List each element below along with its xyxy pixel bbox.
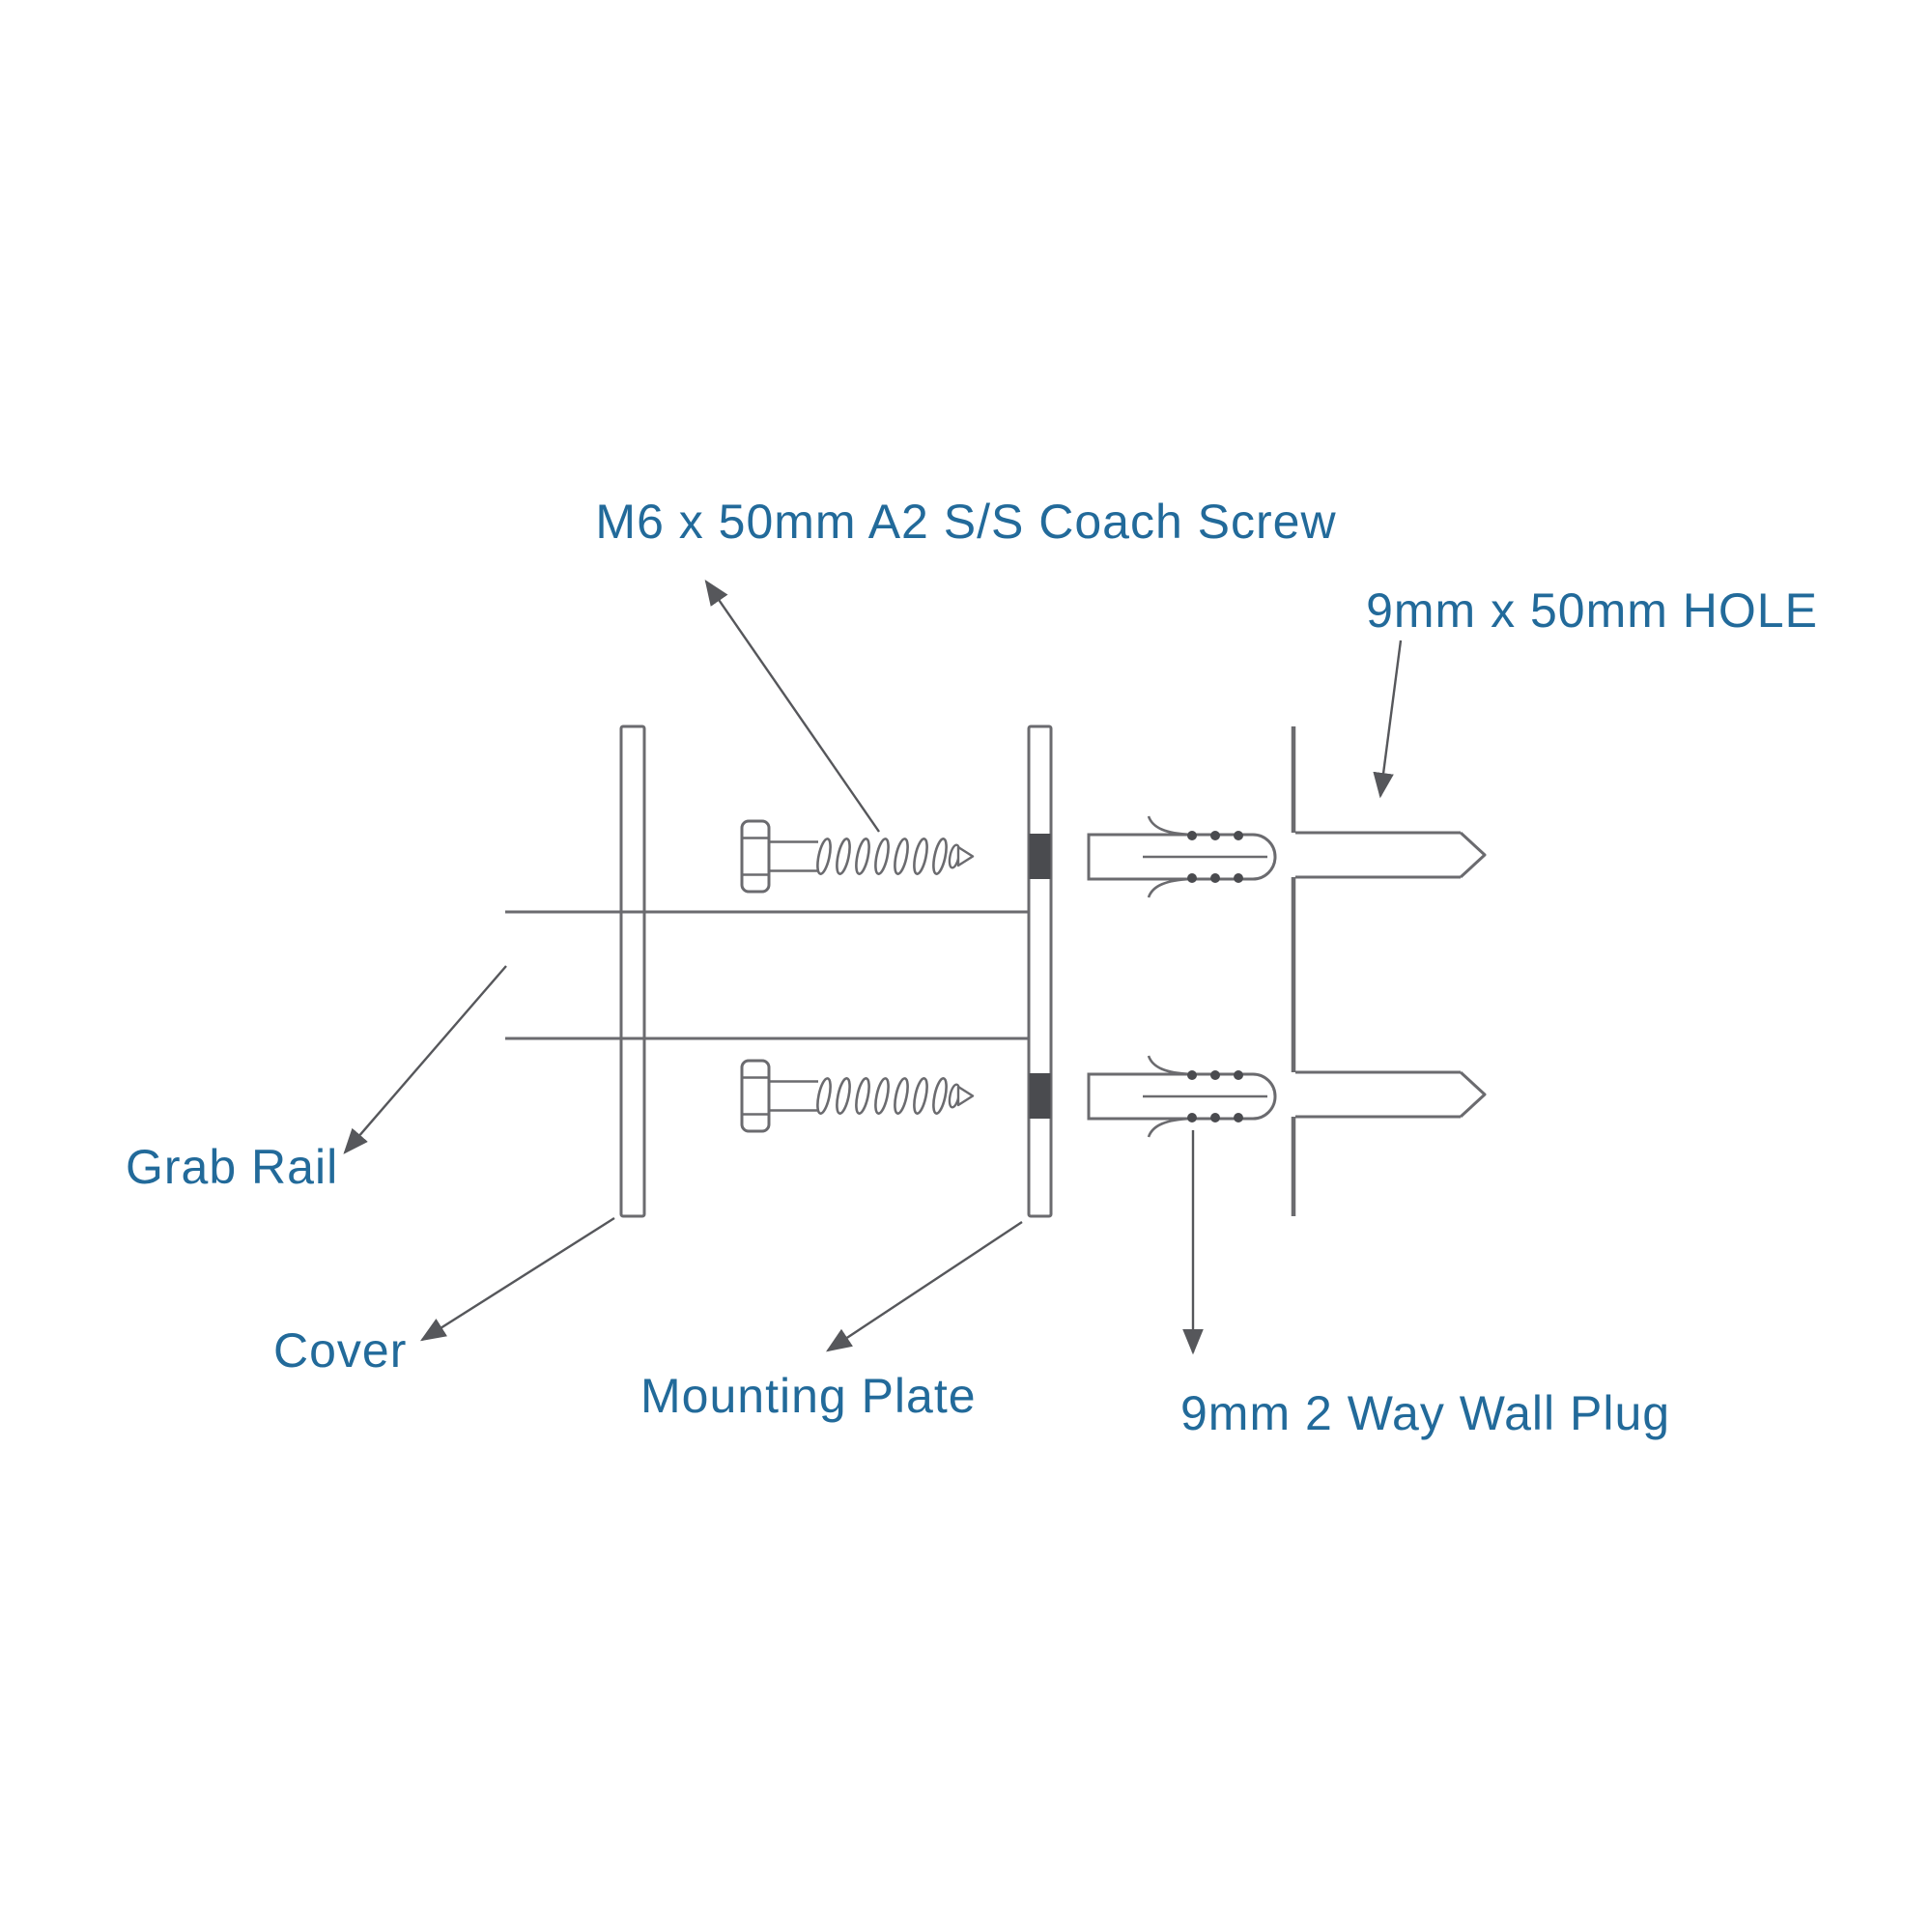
- mounting-plate-label: Mounting Plate: [640, 1369, 977, 1423]
- grab-rail-label: Grab Rail: [126, 1140, 339, 1194]
- wall-hole-upper: [1293, 831, 1487, 879]
- wall-hole-lower: [1293, 1070, 1487, 1119]
- wall-plug-label: 9mm 2 Way Wall Plug: [1180, 1386, 1671, 1440]
- hole-pointer-line: [1373, 639, 1403, 799]
- grab-rail-tube: [505, 910, 1029, 1040]
- cover-pointer-line: [419, 1216, 615, 1342]
- grab-rail-pointer-line: [343, 965, 507, 1154]
- coach-screw-upper: [740, 819, 975, 894]
- mounting-plate-hole-lower: [1029, 1073, 1051, 1119]
- wall-plug-upper: [1087, 814, 1277, 899]
- coach-screw-label: M6 x 50mm A2 S/S Coach Screw: [595, 495, 1337, 549]
- mounting-plate-pointer-line: [825, 1220, 1023, 1352]
- wall-plug-lower: [1087, 1054, 1277, 1139]
- coach-screw-lower: [740, 1059, 975, 1133]
- cover-label: Cover: [273, 1323, 408, 1378]
- hole-label: 9mm x 50mm HOLE: [1366, 583, 1818, 638]
- cover-plate: [619, 724, 646, 1218]
- coach-screw-pointer-line: [704, 580, 880, 833]
- mounting-plate-hole-upper: [1029, 834, 1051, 879]
- mounting-plate: [1027, 724, 1053, 1218]
